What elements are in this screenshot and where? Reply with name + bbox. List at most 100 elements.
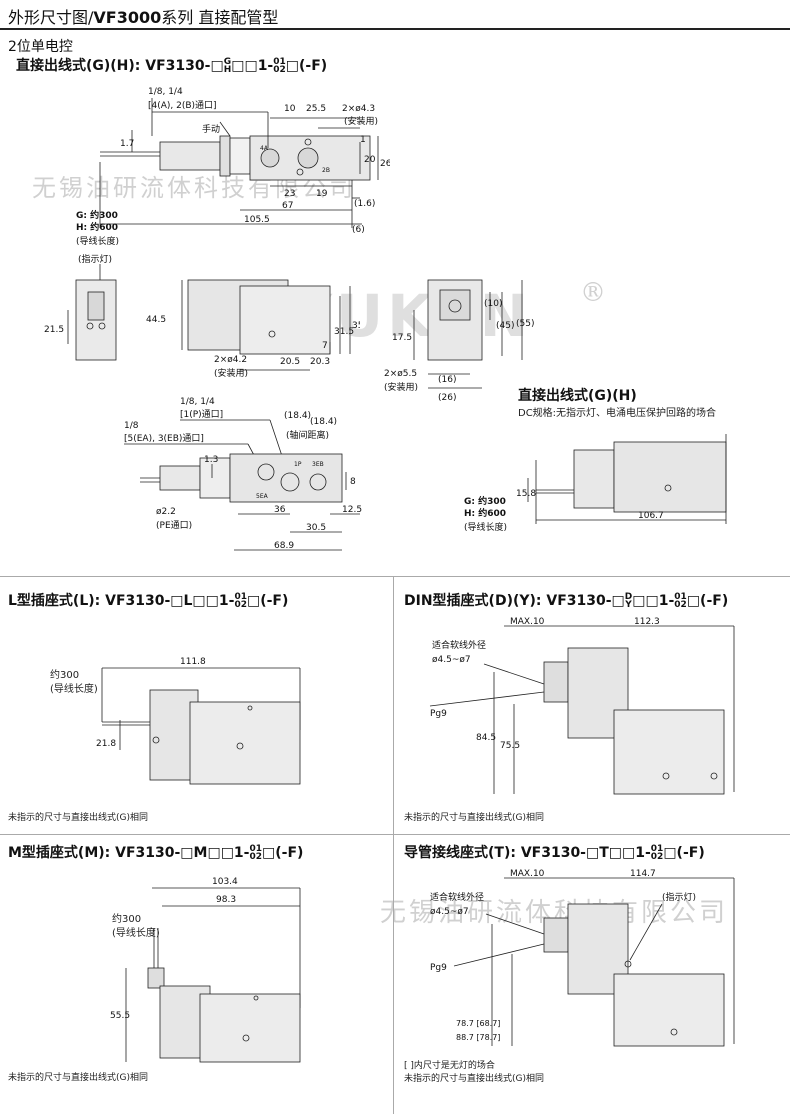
dc-title: 直接出线式(G)(H) — [518, 388, 637, 404]
main-subtitle-frac-bottom: 02 — [273, 65, 286, 75]
grid-separator-h2 — [0, 834, 790, 835]
panel-din-cable-range: ø4.5~ø7 — [432, 655, 471, 665]
bottom-dim-8: 8 — [350, 477, 356, 487]
panel-din-frac-bottom: 02 — [674, 600, 687, 610]
panel-m-dim-98-3: 98.3 — [216, 895, 236, 905]
panel-l-lead: 约300 — [50, 670, 80, 681]
title-series: VF3000 — [93, 8, 162, 27]
panel-t-dim-114-7: 114.7 — [630, 869, 656, 879]
panel-m-title-text: M型插座式(M): VF3130-□M□□1- — [8, 845, 250, 861]
bottom-port-size-e: 1/8 — [124, 421, 139, 431]
front-dim-35: 35 — [352, 321, 360, 331]
top-dim-6: (6) — [352, 225, 365, 235]
panel-m-drawing: 103.4 98.3 55.5 — [110, 877, 301, 1063]
page-title: 外形尺寸图/VF3000系列 直接配管型 — [8, 4, 278, 28]
bottom-port-label-p: [1(P)通口] — [180, 409, 223, 420]
bottom-pe-label: (PE通口) — [156, 520, 192, 531]
watermark-registered: ® — [580, 278, 609, 308]
front-view-drawing: (指示灯) 21.5 44.5 31.5 35 7 2×ø4.2 (安装用) 2… — [44, 253, 360, 379]
front-mount-label: (安装用) — [214, 367, 248, 379]
top-dim-10: 10 — [284, 104, 296, 114]
dc-lead-g: G: 约300 — [464, 495, 506, 507]
top-lead-g: G: 约300 — [76, 209, 118, 221]
bottom-port-5ea: 5EA — [256, 493, 269, 500]
panel-din-dim-112-3: 112.3 — [634, 617, 660, 627]
top-lead-h: H: 约600 — [76, 221, 118, 233]
panel-t-dim-88-7: 88.7 [78.7] — [456, 1033, 500, 1042]
top-view-drawing: 1/8, 1/4 [4(A), 2(B)通口] 手动 10 25.5 2×ø4.… — [76, 87, 390, 247]
panel-din-footnote: 未指示的尺寸与直接出线式(G)相同 — [404, 813, 544, 823]
main-subtitle-end: □(-F) — [285, 58, 328, 74]
panel-din-stack-top: D — [624, 592, 633, 602]
panel-din-dim-75-5: 75.5 — [500, 741, 520, 751]
main-subtitle-frac-top: 01 — [273, 57, 286, 67]
panel-m-frac-bottom: 02 — [249, 852, 263, 862]
panel-din-title-end: □(-F) — [686, 593, 729, 609]
dc-lead-label: (导线长度) — [464, 521, 507, 533]
panel-t-max: MAX.10 — [510, 869, 545, 879]
side-dim-17-5: 17.5 — [392, 333, 412, 343]
bottom-port-3eb: 3EB — [312, 461, 324, 468]
top-dim-25-5: 25.5 — [306, 104, 326, 114]
top-mount-label: (安装用) — [344, 115, 378, 127]
dc-dim-106-7: 106.7 — [638, 511, 664, 521]
main-heading: 2位单电控 — [8, 39, 73, 55]
panel-din-mid: □□1- — [632, 593, 675, 609]
panel-t-footnote-1: [ ]内尺寸是无灯的场合 — [404, 1061, 495, 1071]
grid-separator-h1 — [0, 576, 790, 577]
side-mount-label: (安装用) — [384, 381, 418, 393]
bottom-axis-label: (轴间距离) — [286, 429, 329, 441]
front-dim-20-5: 20.5 — [280, 357, 300, 367]
bottom-dim-18-4b: (18.4) — [310, 417, 337, 427]
front-dim-20-3: 20.3 — [310, 357, 330, 367]
panel-l-dim-21-8: 21.8 — [96, 739, 116, 749]
side-dim-26: (26) — [438, 393, 456, 403]
panel-t-footnote-2: 未指示的尺寸与直接出线式(G)相同 — [404, 1074, 544, 1084]
top-port-2b: 2B — [322, 167, 330, 174]
top-dim-1-6: (1.6) — [354, 199, 375, 209]
bottom-pe-size: ø2.2 — [156, 507, 176, 517]
panel-t-drawing: MAX.10 114.7 (指示灯) 适合软线外径 ø4.5~ø7 Pg9 88… — [430, 869, 735, 1047]
panel-t-indicator: (指示灯) — [662, 891, 696, 903]
front-dim-44-5: 44.5 — [146, 315, 166, 325]
title-suffix: 系列 直接配管型 — [161, 8, 279, 27]
top-port-size: 1/8, 1/4 — [148, 87, 183, 97]
bottom-dim-68-9: 68.9 — [274, 541, 294, 551]
dc-dim-15-8: 15.8 — [516, 489, 536, 499]
panel-m-frac-top: 01 — [249, 844, 263, 854]
panel-m-lead-label: (导线长度) — [112, 928, 160, 939]
title-rule — [0, 28, 790, 30]
panel-t-cable-range: ø4.5~ø7 — [430, 907, 469, 917]
top-port-4a: 4A — [260, 145, 269, 152]
top-dim-23: 23 — [284, 189, 295, 199]
panel-l-frac-bottom: 02 — [234, 600, 247, 610]
panel-l-frac-top: 01 — [234, 592, 247, 602]
top-manual-label: 手动 — [202, 123, 220, 135]
panel-l-footnote: 未指示的尺寸与直接出线式(G)相同 — [8, 813, 148, 823]
main-subtitle-stack-bottom: H — [223, 65, 232, 75]
panel-l-lead-label: (导线长度) — [50, 684, 98, 695]
panel-t-dim-78-7: 78.7 [68.7] — [456, 1019, 500, 1028]
panel-m-dim-55-5: 55.5 — [110, 1011, 130, 1021]
panel-m-footnote: 未指示的尺寸与直接出线式(G)相同 — [8, 1073, 148, 1083]
title-prefix: 外形尺寸图/ — [8, 8, 94, 27]
panel-l-title-end: □(-F) — [246, 593, 289, 609]
side-view-drawing: 17.5 (10) (45) (55) 2×ø5.5 (安装用) (16) (2… — [384, 279, 534, 403]
main-subtitle-stack-top: G — [223, 57, 232, 67]
top-dim-26-4: 26.4 — [380, 159, 390, 169]
panel-m-lead: 约300 — [112, 914, 142, 925]
panel-t-cable-label: 适合软线外径 — [430, 891, 484, 903]
panel-din-stack-bottom: Y — [625, 600, 632, 610]
panel-din-max: MAX.10 — [510, 617, 545, 627]
panel-din-frac-top: 01 — [674, 592, 687, 602]
front-mount-holes: 2×ø4.2 — [214, 355, 247, 365]
top-dim-67: 67 — [282, 201, 293, 211]
top-dim-1-7: 1.7 — [120, 139, 134, 149]
side-dim-55: (55) — [516, 319, 534, 329]
side-dim-16: (16) — [438, 375, 456, 385]
top-port-label: [4(A), 2(B)通口] — [148, 100, 217, 111]
top-dim-1: 1 — [360, 135, 366, 145]
